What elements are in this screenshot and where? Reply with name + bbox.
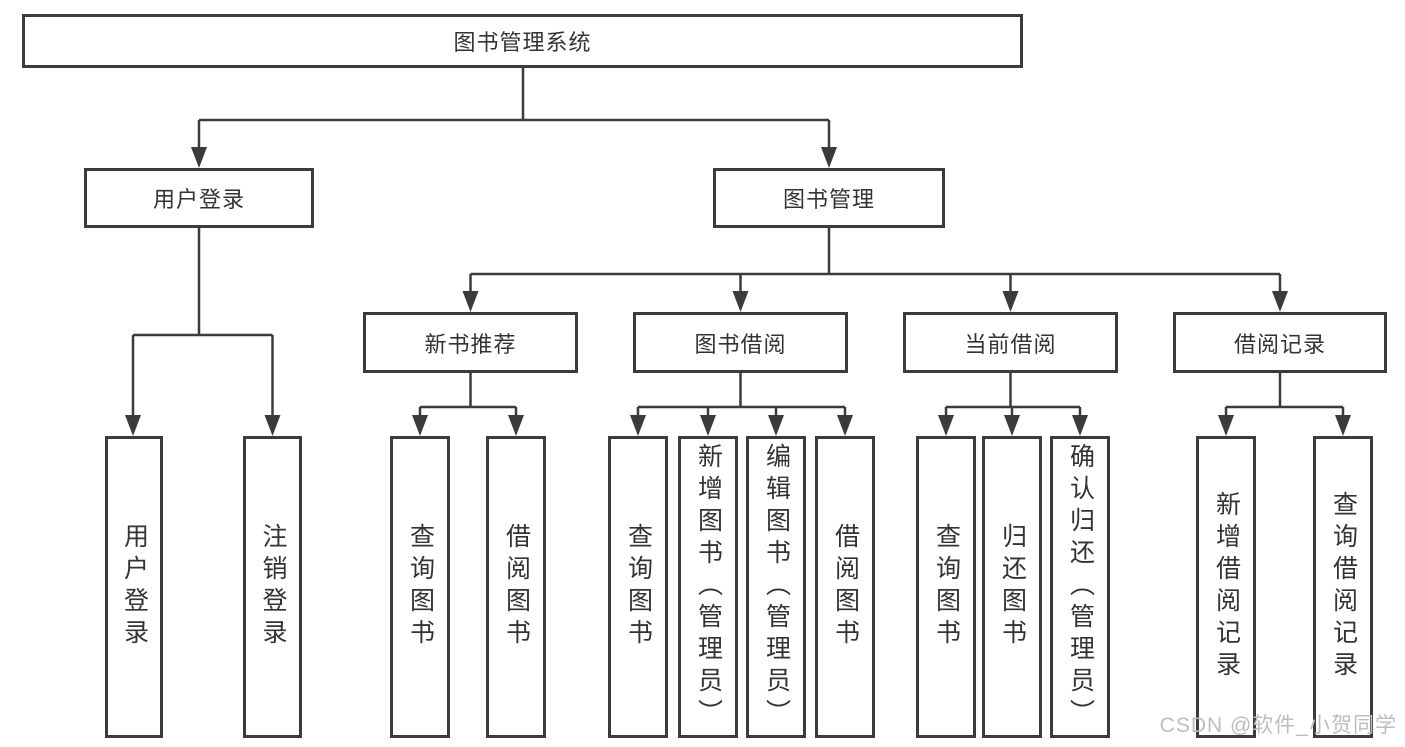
leaf-return-book: 归还图书	[982, 436, 1042, 738]
leaf-query-borrow-record: 查询借阅记录	[1313, 436, 1373, 738]
leaf-query-books-borrow: 查询图书	[608, 436, 668, 738]
leaf-label: 查询图书	[624, 523, 653, 651]
node-label: 借阅记录	[1233, 331, 1326, 357]
node-book-borrowing: 图书借阅	[633, 312, 848, 373]
leaf-label: 用户登录	[120, 523, 149, 651]
node-label: 图书借阅	[694, 331, 787, 357]
leaf-query-books-current: 查询图书	[916, 436, 976, 738]
node-library-management-system: 图书管理系统	[22, 14, 1023, 68]
node-label: 新书推荐	[424, 331, 517, 357]
node-current-borrowing: 当前借阅	[903, 312, 1118, 373]
leaf-label: 借阅图书	[831, 523, 860, 651]
csdn-watermark: CSDN @软件_小贺同学	[1159, 714, 1397, 737]
leaf-label: 查询借阅记录	[1329, 491, 1358, 683]
leaf-label: 编辑图书（管理员）	[762, 443, 791, 731]
leaf-label: 新增借阅记录	[1212, 491, 1241, 683]
leaf-confirm-return-admin: 确认归还（管理员）	[1050, 436, 1110, 738]
leaf-add-borrow-record: 新增借阅记录	[1196, 436, 1256, 738]
node-label: 图书管理系统	[453, 30, 592, 55]
leaf-borrow-books-recommend: 借阅图书	[486, 436, 546, 738]
leaf-label: 确认归还（管理员）	[1066, 443, 1095, 731]
leaf-label: 查询图书	[406, 523, 435, 651]
node-label: 用户登录	[152, 187, 245, 212]
node-label: 当前借阅	[964, 331, 1057, 357]
leaf-borrow-books: 借阅图书	[815, 436, 875, 738]
leaf-query-books-recommend: 查询图书	[390, 436, 450, 738]
leaf-logout: 注销登录	[243, 436, 302, 738]
leaf-label: 借阅图书	[502, 523, 531, 651]
node-book-management: 图书管理	[713, 168, 945, 228]
node-new-book-recommendation: 新书推荐	[363, 312, 578, 373]
node-user-login: 用户登录	[84, 168, 314, 228]
leaf-user-login: 用户登录	[105, 436, 163, 738]
node-borrowing-records: 借阅记录	[1173, 312, 1387, 373]
leaf-edit-book-admin: 编辑图书（管理员）	[746, 436, 806, 738]
leaf-label: 查询图书	[932, 523, 961, 651]
arrowhead-icons	[125, 147, 1351, 436]
leaf-label: 新增图书（管理员）	[694, 443, 723, 731]
leaf-label: 归还图书	[998, 523, 1027, 651]
leaf-add-book-admin: 新增图书（管理员）	[678, 436, 738, 738]
node-label: 图书管理	[782, 187, 875, 212]
leaf-label: 注销登录	[259, 523, 287, 651]
